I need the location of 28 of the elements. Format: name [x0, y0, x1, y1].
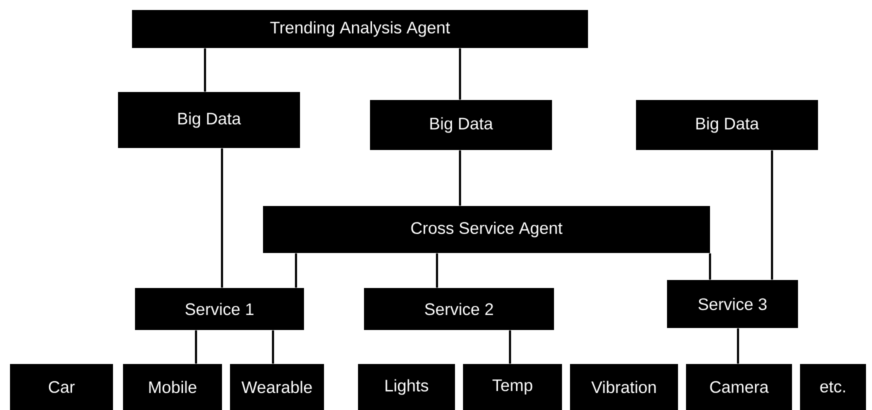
- node-box: Temp: [463, 364, 562, 410]
- node-box: Lights: [358, 364, 455, 410]
- node-box: Camera: [686, 364, 792, 410]
- node-box: etc.: [800, 364, 866, 410]
- node-box: Big Data: [636, 100, 818, 150]
- node-box: Big Data: [118, 92, 300, 148]
- node-box: Trending Analysis Agent: [132, 10, 588, 48]
- node-box: Mobile: [123, 364, 222, 410]
- node-box: Service 1: [135, 288, 304, 330]
- node-box: Cross Service Agent: [263, 206, 710, 253]
- connector-line: [204, 48, 206, 92]
- node-box: Big Data: [370, 100, 552, 150]
- connector-line: [736, 328, 740, 364]
- connector-line: [458, 48, 462, 100]
- node-box: Vibration: [570, 364, 678, 410]
- connector-line: [272, 330, 274, 364]
- connector-line: [770, 150, 774, 280]
- connector-line: [194, 330, 198, 364]
- node-box: Service 2: [364, 288, 554, 330]
- node-box: Wearable: [230, 364, 324, 410]
- connector-line: [436, 253, 438, 288]
- node-box: Car: [10, 364, 113, 410]
- connector-line: [294, 253, 298, 288]
- connector-line: [458, 150, 462, 206]
- connector-line: [220, 148, 224, 288]
- connector-line: [508, 330, 512, 364]
- node-box: Service 3: [667, 280, 798, 328]
- connector-line: [708, 253, 712, 280]
